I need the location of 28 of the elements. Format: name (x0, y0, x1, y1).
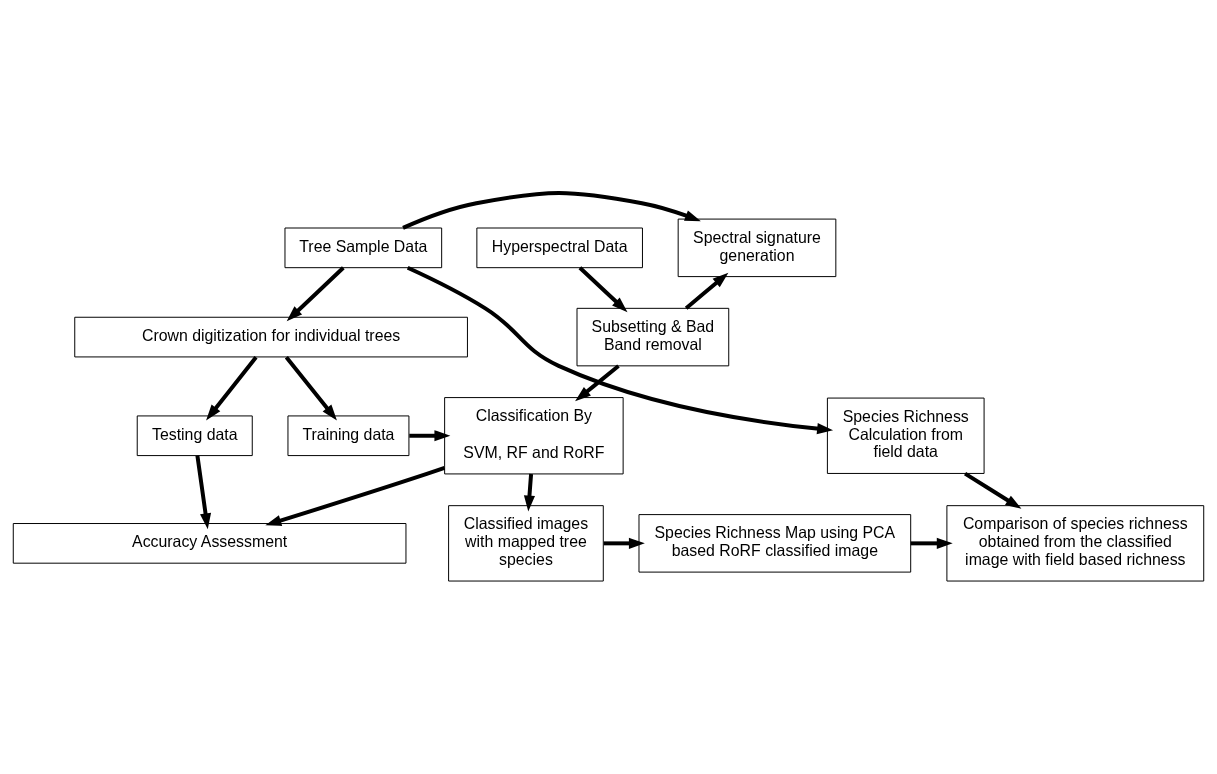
node-box: Comparison of species richness obtained from the classified image with field based richness (946, 505, 1205, 582)
node-box: Accuracy Assessment (12, 523, 407, 564)
node-box: Crown digitization for individual trees (74, 316, 468, 358)
node-box: Subsetting & Bad Band removal (576, 307, 730, 367)
arrow (684, 272, 729, 310)
arrow (523, 473, 535, 512)
node-box: Training data (287, 415, 410, 457)
arrow (195, 455, 212, 530)
node-box: Testing data (136, 415, 253, 457)
node-box: Species Richness Map using PCA based RoRF classified image (638, 514, 912, 573)
arrow (284, 355, 337, 421)
arrow (402, 191, 701, 230)
node-box: Classified images with mapped tree species (448, 505, 604, 582)
arrow (603, 537, 645, 549)
arrow (409, 430, 451, 442)
arrow (910, 537, 953, 549)
node-box: Species Richness Calculation from field data (826, 397, 985, 474)
arrow (964, 472, 1022, 509)
node-box: Spectral signature generation (677, 218, 837, 278)
arrow (406, 265, 834, 435)
arrow (575, 364, 620, 402)
node-box: Tree Sample Data (284, 227, 443, 269)
arrow (578, 266, 628, 313)
arrow (286, 266, 345, 322)
node-box: Classification By SVM, RF and RoRF (444, 397, 624, 475)
arrow (265, 466, 446, 526)
node-box: Hyperspectral Data (476, 227, 643, 269)
arrow (206, 355, 258, 421)
